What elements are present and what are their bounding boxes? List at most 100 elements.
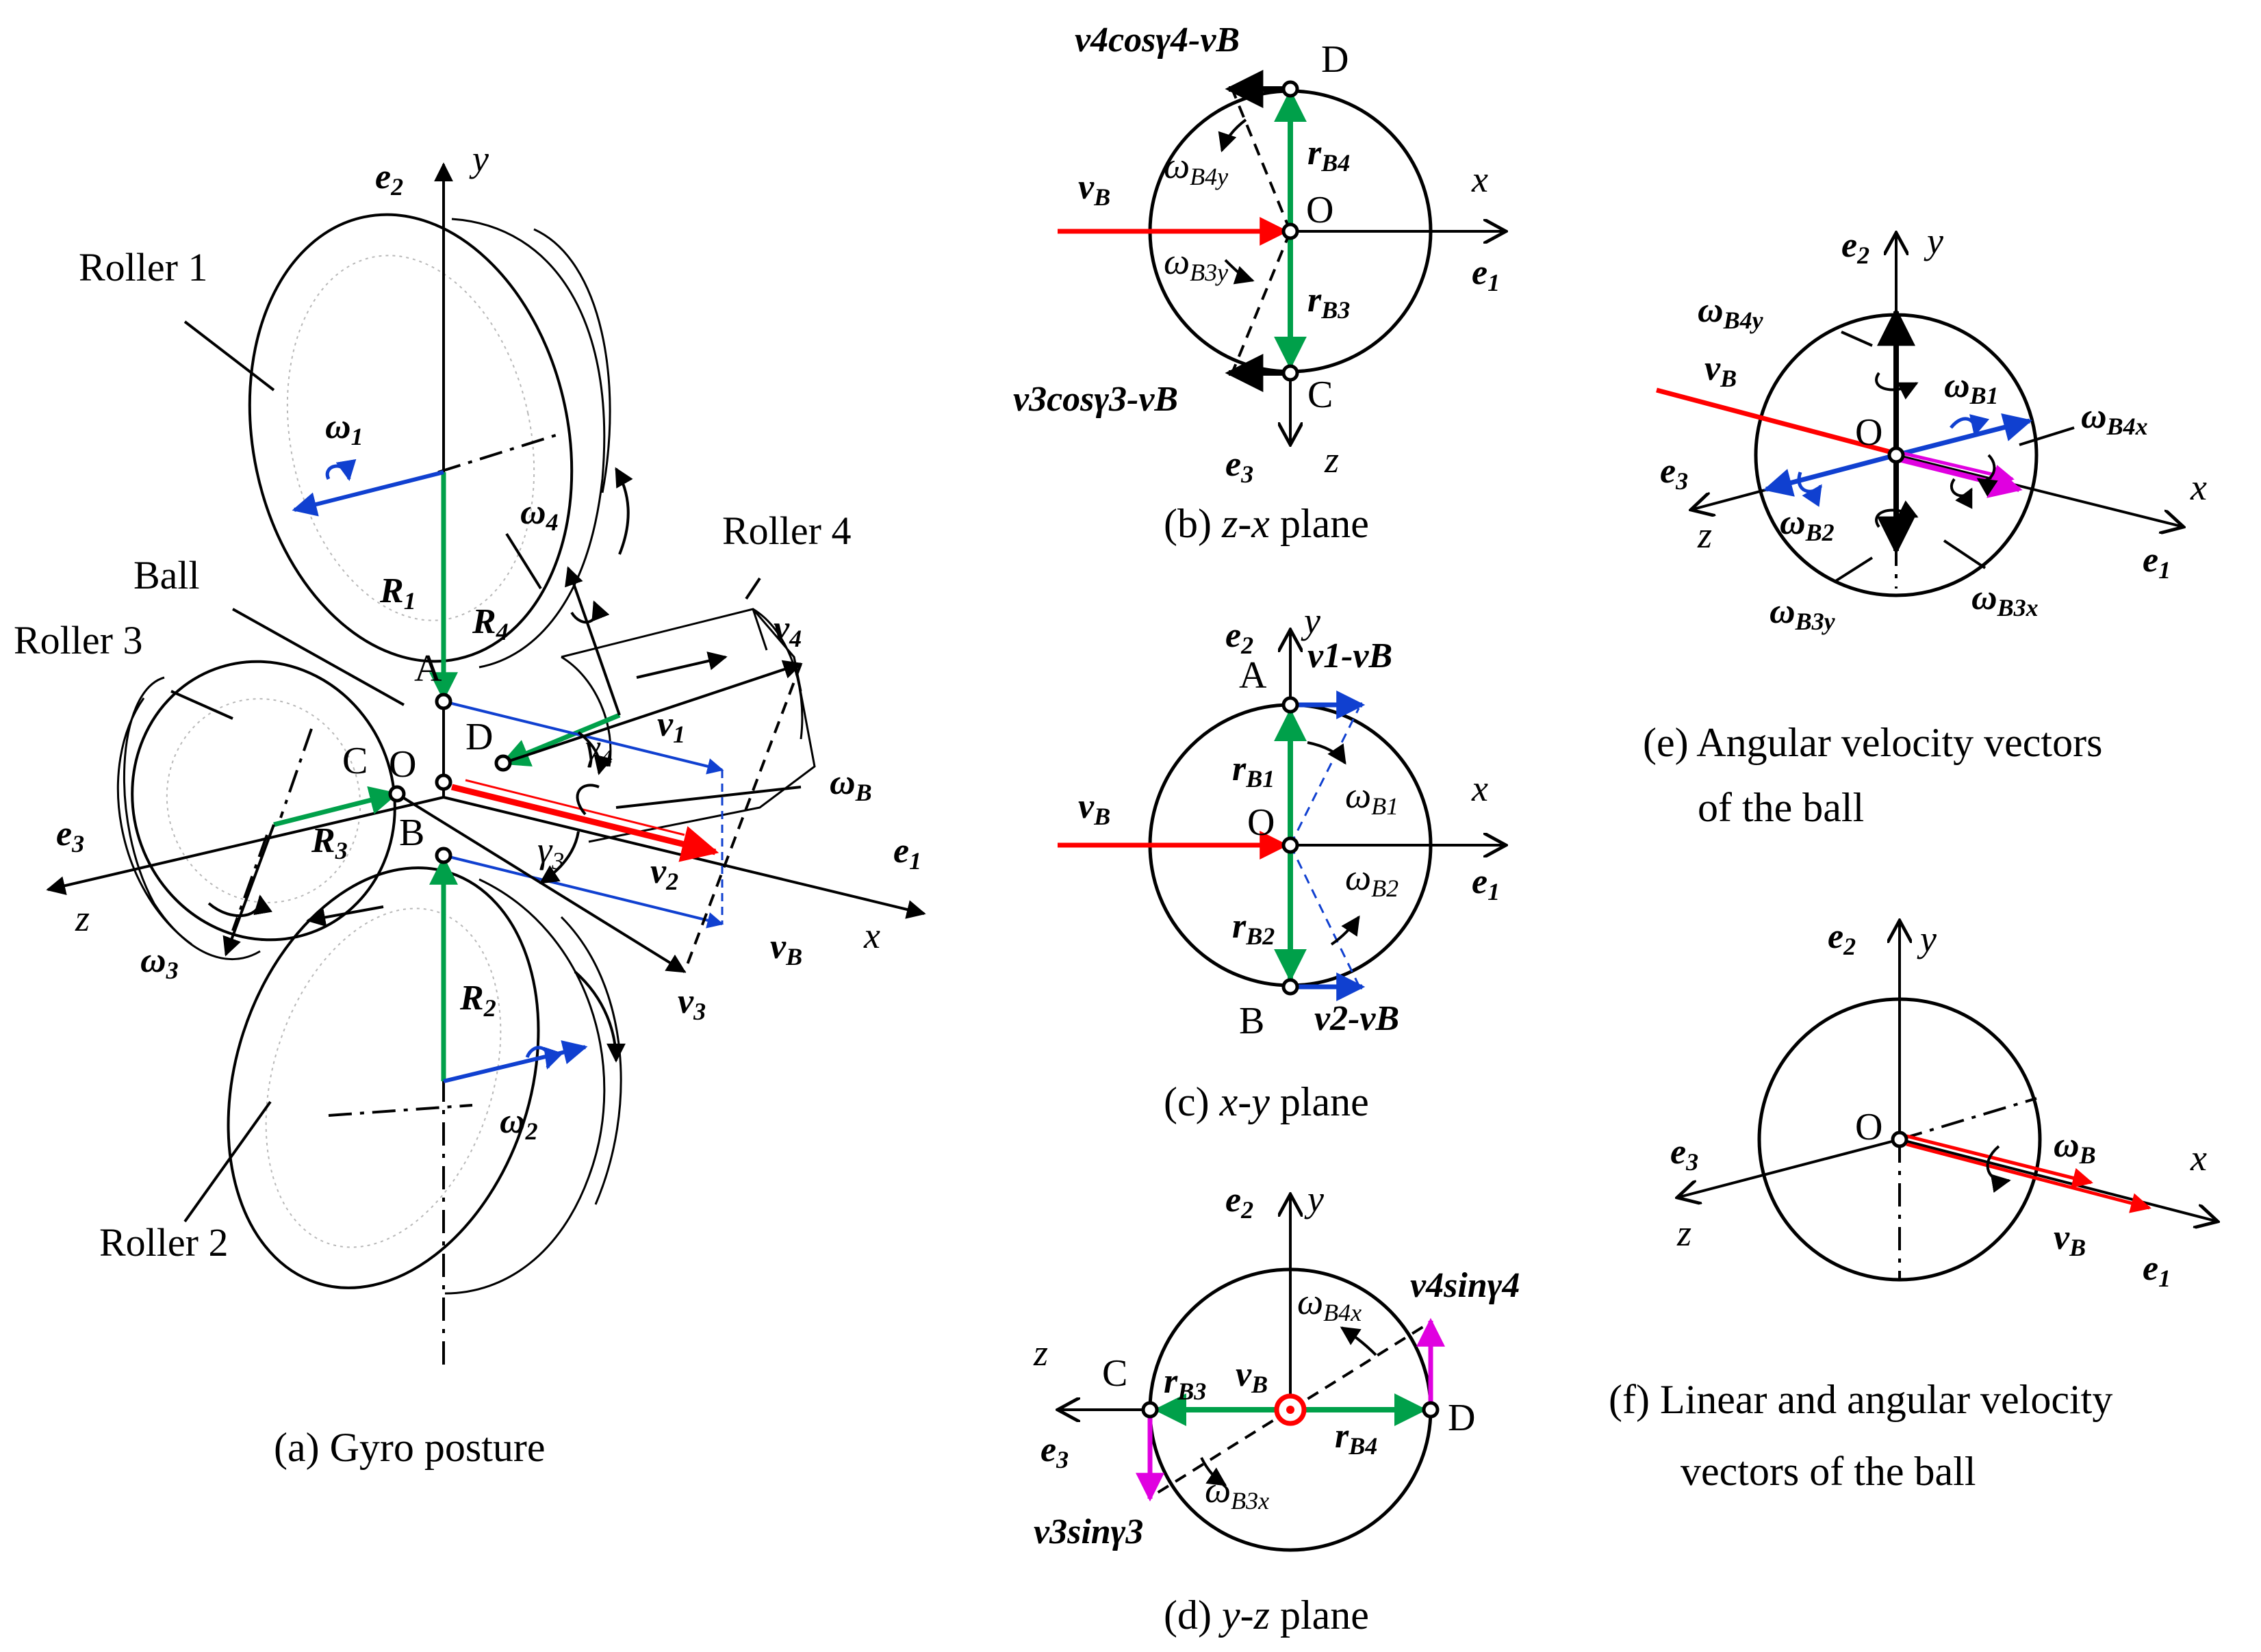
point-O (435, 773, 452, 791)
point-C (388, 785, 406, 803)
point-B-c (1281, 978, 1299, 996)
wB2-rotation-e (1797, 472, 1823, 507)
e3-label-b: e3 (1225, 445, 1253, 488)
panel-a-gyro-posture: Roller 1 Roller 4 Ball Roller 3 Roller 2… (14, 138, 926, 1470)
wB4y-arrow (1218, 118, 1247, 153)
e2-label-c: e2 (1225, 616, 1253, 659)
caption-c: (c) x-y plane (1164, 1079, 1369, 1124)
rB4-label-d: rB4 (1335, 1417, 1377, 1460)
z-label-b: z (1324, 439, 1339, 480)
x-label-b: x (1471, 159, 1488, 200)
wB1-rotation-e (1950, 414, 1990, 437)
r4-vector (500, 712, 621, 767)
left-velocity-label-d: v3sinγ3 (1034, 1512, 1143, 1551)
panel-e-angular-velocity: e2 y ωB4y vB ωB1 ωB4x O e3 x z ωB2 e1 ωB… (1643, 220, 2207, 830)
label-O-e: O (1855, 411, 1882, 454)
bottom-velocity-label-c: v2-vB (1314, 999, 1399, 1038)
label-C: C (342, 740, 368, 782)
caption-e-line1: (e) Angular velocity vectors (1643, 720, 2102, 765)
wB3y-label-b: ωB3y (1164, 241, 1228, 286)
roller-4-spin-arrow (636, 651, 728, 679)
e1-label-e: e1 (2143, 541, 2171, 584)
roller-3-leader (170, 690, 233, 720)
x-axis-f (1899, 1138, 2218, 1222)
vB-label-e: vB (1704, 349, 1737, 392)
wB3x-arrow (1200, 1457, 1227, 1486)
point-C-b (1281, 364, 1299, 382)
rB4-label-b: rB4 (1307, 133, 1350, 177)
y-label-d: y (1304, 1178, 1324, 1219)
roller-4-label: Roller 4 (722, 508, 851, 553)
label-D-b: D (1321, 38, 1349, 81)
omega1-vector (292, 470, 444, 517)
wB3y-label-e: ωB3y (1770, 592, 1836, 635)
R2-label: R2 (459, 979, 496, 1022)
wB4x-label-d: ωB4x (1297, 1281, 1362, 1326)
panel-f-linear-angular: e2 y O ωB x e3 z vB e1 (f) Linear and an… (1609, 917, 2218, 1494)
gamma3-label: γ3 (537, 829, 564, 875)
label-A: A (414, 647, 442, 690)
bottom-velocity-label-b: v3cosγ3-vB (1013, 380, 1178, 419)
e3-label-d: e3 (1040, 1430, 1069, 1473)
wB3x-leader-e (1943, 539, 1987, 569)
label-B: B (399, 812, 424, 854)
wB3y-arrow (1224, 259, 1255, 285)
panel-c-xy-plane: e2 y A v1-vB rB1 ωB1 x vB O ωB2 e1 rB2 B… (1058, 600, 1506, 1124)
wB2-arrow (1330, 915, 1360, 946)
v4-label: v4 (774, 609, 802, 652)
R4-label: R4 (472, 602, 509, 645)
rB3-label-b: rB3 (1307, 281, 1350, 324)
e2-label: e2 (375, 157, 403, 201)
wB4x-leader-e (2019, 426, 2075, 446)
e3-label-e: e3 (1660, 452, 1688, 495)
label-D-d: D (1448, 1397, 1475, 1439)
z-label: z (75, 898, 90, 939)
wB4y-label-e: ωB4y (1698, 291, 1764, 334)
roller-3-axis-line (279, 728, 313, 818)
label-A-c: A (1239, 654, 1267, 697)
z-axis-f (1677, 1138, 1900, 1198)
point-O-f (1891, 1131, 1908, 1148)
omega3-vector (222, 824, 275, 957)
R3-label: R3 (311, 821, 348, 864)
rB3-label-d: rB3 (1164, 1362, 1206, 1405)
wB1-arrow (1307, 741, 1346, 765)
wB2-label-e: ωB2 (1780, 503, 1835, 546)
e1-label-b: e1 (1472, 253, 1500, 296)
roller-1-label: Roller 1 (79, 245, 207, 289)
wB4x-label-e: ωB4x (2081, 397, 2148, 440)
vB-line-e (1656, 387, 1890, 454)
roller-4-leader (745, 577, 761, 600)
label-O-b: O (1306, 189, 1333, 231)
z-label-f: z (1676, 1213, 1691, 1254)
wB1-label-e: ωB1 (1944, 366, 1999, 409)
wB2-arrow-e (1763, 452, 1897, 497)
point-O-c (1281, 836, 1299, 854)
v2-vector (443, 854, 724, 929)
rB1-label-c: rB1 (1232, 749, 1275, 792)
wB3x-arrow-e (1895, 456, 2023, 498)
roller-2-spin-arrow (574, 970, 626, 1063)
vB-label-f: vB (2054, 1218, 2086, 1261)
roller-1-leader (183, 320, 275, 391)
point-D (494, 754, 512, 772)
roller-1-axis-line (437, 433, 559, 474)
point-A-c (1281, 696, 1299, 714)
panel-d-yz-plane: e2 y v4sinγ4 ωB4x z C rB3 vB rB4 D e3 ωB… (1033, 1178, 1520, 1638)
caption-e-line2: of the ball (1698, 785, 1864, 830)
wB-rotation-f (1986, 1145, 2011, 1193)
omega3-rotation-arrow (207, 894, 272, 918)
label-C-b: C (1307, 374, 1333, 416)
e3-label: e3 (56, 814, 84, 857)
vB-label-d: vB (1236, 1355, 1268, 1398)
roller-2-center-line (328, 1104, 473, 1117)
label-D: D (465, 716, 493, 758)
vB-out-of-plane-dot (1286, 1406, 1294, 1414)
y-label-c: y (1301, 600, 1320, 641)
vB-label-c: vB (1078, 787, 1110, 830)
wB3x-label-e: ωB3x (1971, 578, 2039, 621)
roller-3-spin-arrow (306, 905, 384, 927)
wB4x-arrow (1340, 1326, 1377, 1356)
omegaB-rotation-arrow (576, 784, 600, 816)
